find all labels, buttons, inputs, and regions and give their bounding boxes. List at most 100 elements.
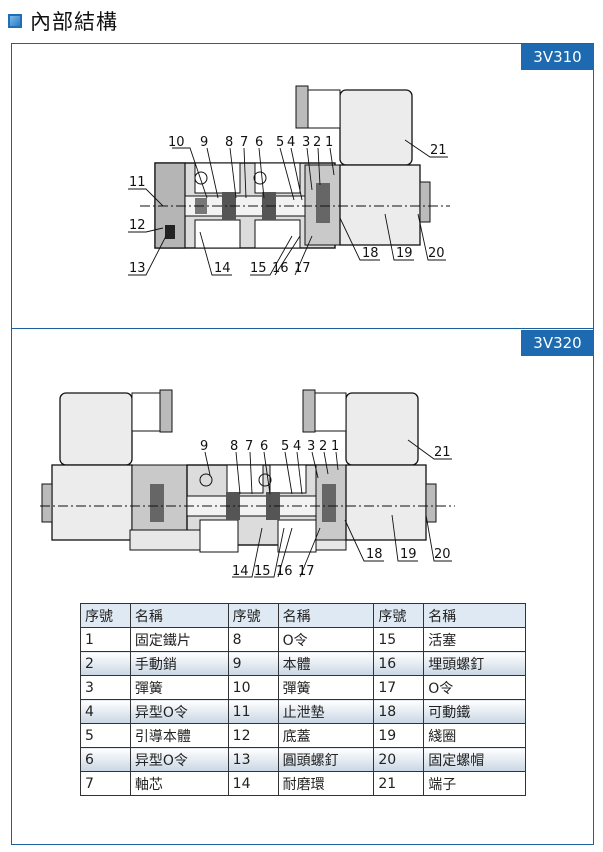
table-cell: 18: [373, 699, 425, 724]
callout-label: 1: [325, 135, 333, 150]
callout-label: 1: [331, 439, 339, 454]
table-cell: 2: [80, 651, 131, 676]
callout-label: 18: [366, 547, 383, 562]
table-row: 4 异型O令 11 止泄墊 18 可動鐵: [80, 699, 526, 724]
table-row: 3 彈簧 10 彈簧 17 O令: [80, 675, 526, 700]
table-cell: 异型O令: [129, 699, 229, 724]
table-cell: 7: [80, 771, 131, 796]
table-cell: 彈簧: [277, 675, 375, 700]
callouts-3v320: 9 8 7 6 5 4 3 2 1 14 15 16 17 18 19 20 2…: [200, 439, 451, 579]
table-cell: 14: [227, 771, 279, 796]
table-cell: 彈簧: [129, 675, 229, 700]
table-cell: 13: [227, 747, 279, 772]
table-cell: 19: [373, 723, 425, 748]
callout-label: 12: [129, 218, 146, 233]
table-cell: 17: [373, 675, 425, 700]
table-cell: 耐磨環: [277, 771, 375, 796]
table-cell: 8: [227, 627, 279, 652]
table-cell: 綫圈: [423, 723, 526, 748]
parts-table: 序號 名稱 序號 名稱 序號 名稱 1 固定鐵片 8 O令 15 活塞 2 手動…: [80, 603, 526, 796]
callout-label: 15: [250, 261, 267, 276]
callout-label: 21: [434, 445, 451, 460]
table-cell: 圓頭螺釘: [277, 747, 375, 772]
callout-label: 7: [240, 135, 248, 150]
model-tag-3v310: 3V310: [521, 44, 594, 70]
column-header: 序號: [227, 603, 279, 628]
table-row: 5 引導本體 12 底蓋 19 綫圈: [80, 723, 526, 748]
callout-label: 18: [362, 246, 379, 261]
table-cell: 6: [80, 747, 131, 772]
column-header: 序號: [373, 603, 425, 628]
callout-label: 8: [230, 439, 238, 454]
callout-label: 21: [430, 143, 447, 158]
column-header: 名稱: [423, 603, 526, 628]
callout-label: 5: [281, 439, 289, 454]
column-header: 名稱: [277, 603, 375, 628]
table-cell: 手動銷: [129, 651, 229, 676]
table-cell: 固定鐵片: [129, 627, 229, 652]
callout-label: 3: [302, 135, 310, 150]
column-header: 序號: [80, 603, 131, 628]
table-cell: 21: [373, 771, 425, 796]
table-cell: 軸芯: [129, 771, 229, 796]
table-cell: 3: [80, 675, 131, 700]
table-row: 2 手動銷 9 本體 16 埋頭螺釘: [80, 651, 526, 676]
callout-label: 6: [260, 439, 268, 454]
model-tag-3v320: 3V320: [521, 330, 594, 356]
table-cell: 10: [227, 675, 279, 700]
table-cell: 可動鐵: [423, 699, 526, 724]
table-cell: 20: [373, 747, 425, 772]
square-bullet-icon: [8, 14, 22, 28]
table-cell: 止泄墊: [277, 699, 375, 724]
valve-drawing-3v320: [40, 389, 455, 578]
table-cell: 11: [227, 699, 279, 724]
column-header: 名稱: [129, 603, 229, 628]
diagram-frame: [11, 43, 594, 845]
table-cell: 12: [227, 723, 279, 748]
table-cell: 埋頭螺釘: [423, 651, 526, 676]
callout-label: 10: [168, 135, 185, 150]
callouts-3v310: 10 9 8 7 6 5 4 3 2 1 11 12 13 14 15 16 1…: [129, 135, 447, 276]
section-divider: [11, 328, 594, 329]
table-cell: 活塞: [423, 627, 526, 652]
table-header-row: 序號 名稱 序號 名稱 序號 名稱: [80, 603, 526, 628]
table-cell: 4: [80, 699, 131, 724]
callout-label: 16: [276, 564, 293, 579]
callout-label: 17: [298, 564, 315, 579]
table-cell: 端子: [423, 771, 526, 796]
callout-label: 14: [232, 564, 249, 579]
callout-label: 13: [129, 261, 146, 276]
table-cell: 1: [80, 627, 131, 652]
table-cell: 异型O令: [129, 747, 229, 772]
callout-label: 3: [307, 439, 315, 454]
page-title: 內部結構: [30, 10, 118, 34]
table-cell: 底蓋: [277, 723, 375, 748]
callout-label: 4: [293, 439, 301, 454]
table-cell: 引導本體: [129, 723, 229, 748]
callout-label: 19: [396, 246, 413, 261]
valve-drawing-3v310: [128, 85, 450, 276]
callout-label: 15: [254, 564, 271, 579]
section-header: 內部結構: [8, 6, 118, 36]
callout-label: 16: [272, 261, 289, 276]
callout-label: 9: [200, 135, 208, 150]
callout-label: 20: [434, 547, 451, 562]
callout-label: 2: [313, 135, 321, 150]
table-row: 6 异型O令 13 圓頭螺釘 20 固定螺帽: [80, 747, 526, 772]
table-cell: 5: [80, 723, 131, 748]
table-cell: O令: [423, 675, 526, 700]
callout-label: 5: [276, 135, 284, 150]
callout-label: 7: [245, 439, 253, 454]
callout-label: 11: [129, 175, 146, 190]
table-row: 1 固定鐵片 8 O令 15 活塞: [80, 627, 526, 652]
callout-label: 17: [294, 261, 311, 276]
table-cell: 固定螺帽: [423, 747, 526, 772]
callout-label: 20: [428, 246, 445, 261]
callout-label: 4: [287, 135, 295, 150]
table-cell: O令: [277, 627, 375, 652]
callout-label: 9: [200, 439, 208, 454]
table-cell: 15: [373, 627, 425, 652]
callout-label: 14: [214, 261, 231, 276]
callout-label: 6: [255, 135, 263, 150]
